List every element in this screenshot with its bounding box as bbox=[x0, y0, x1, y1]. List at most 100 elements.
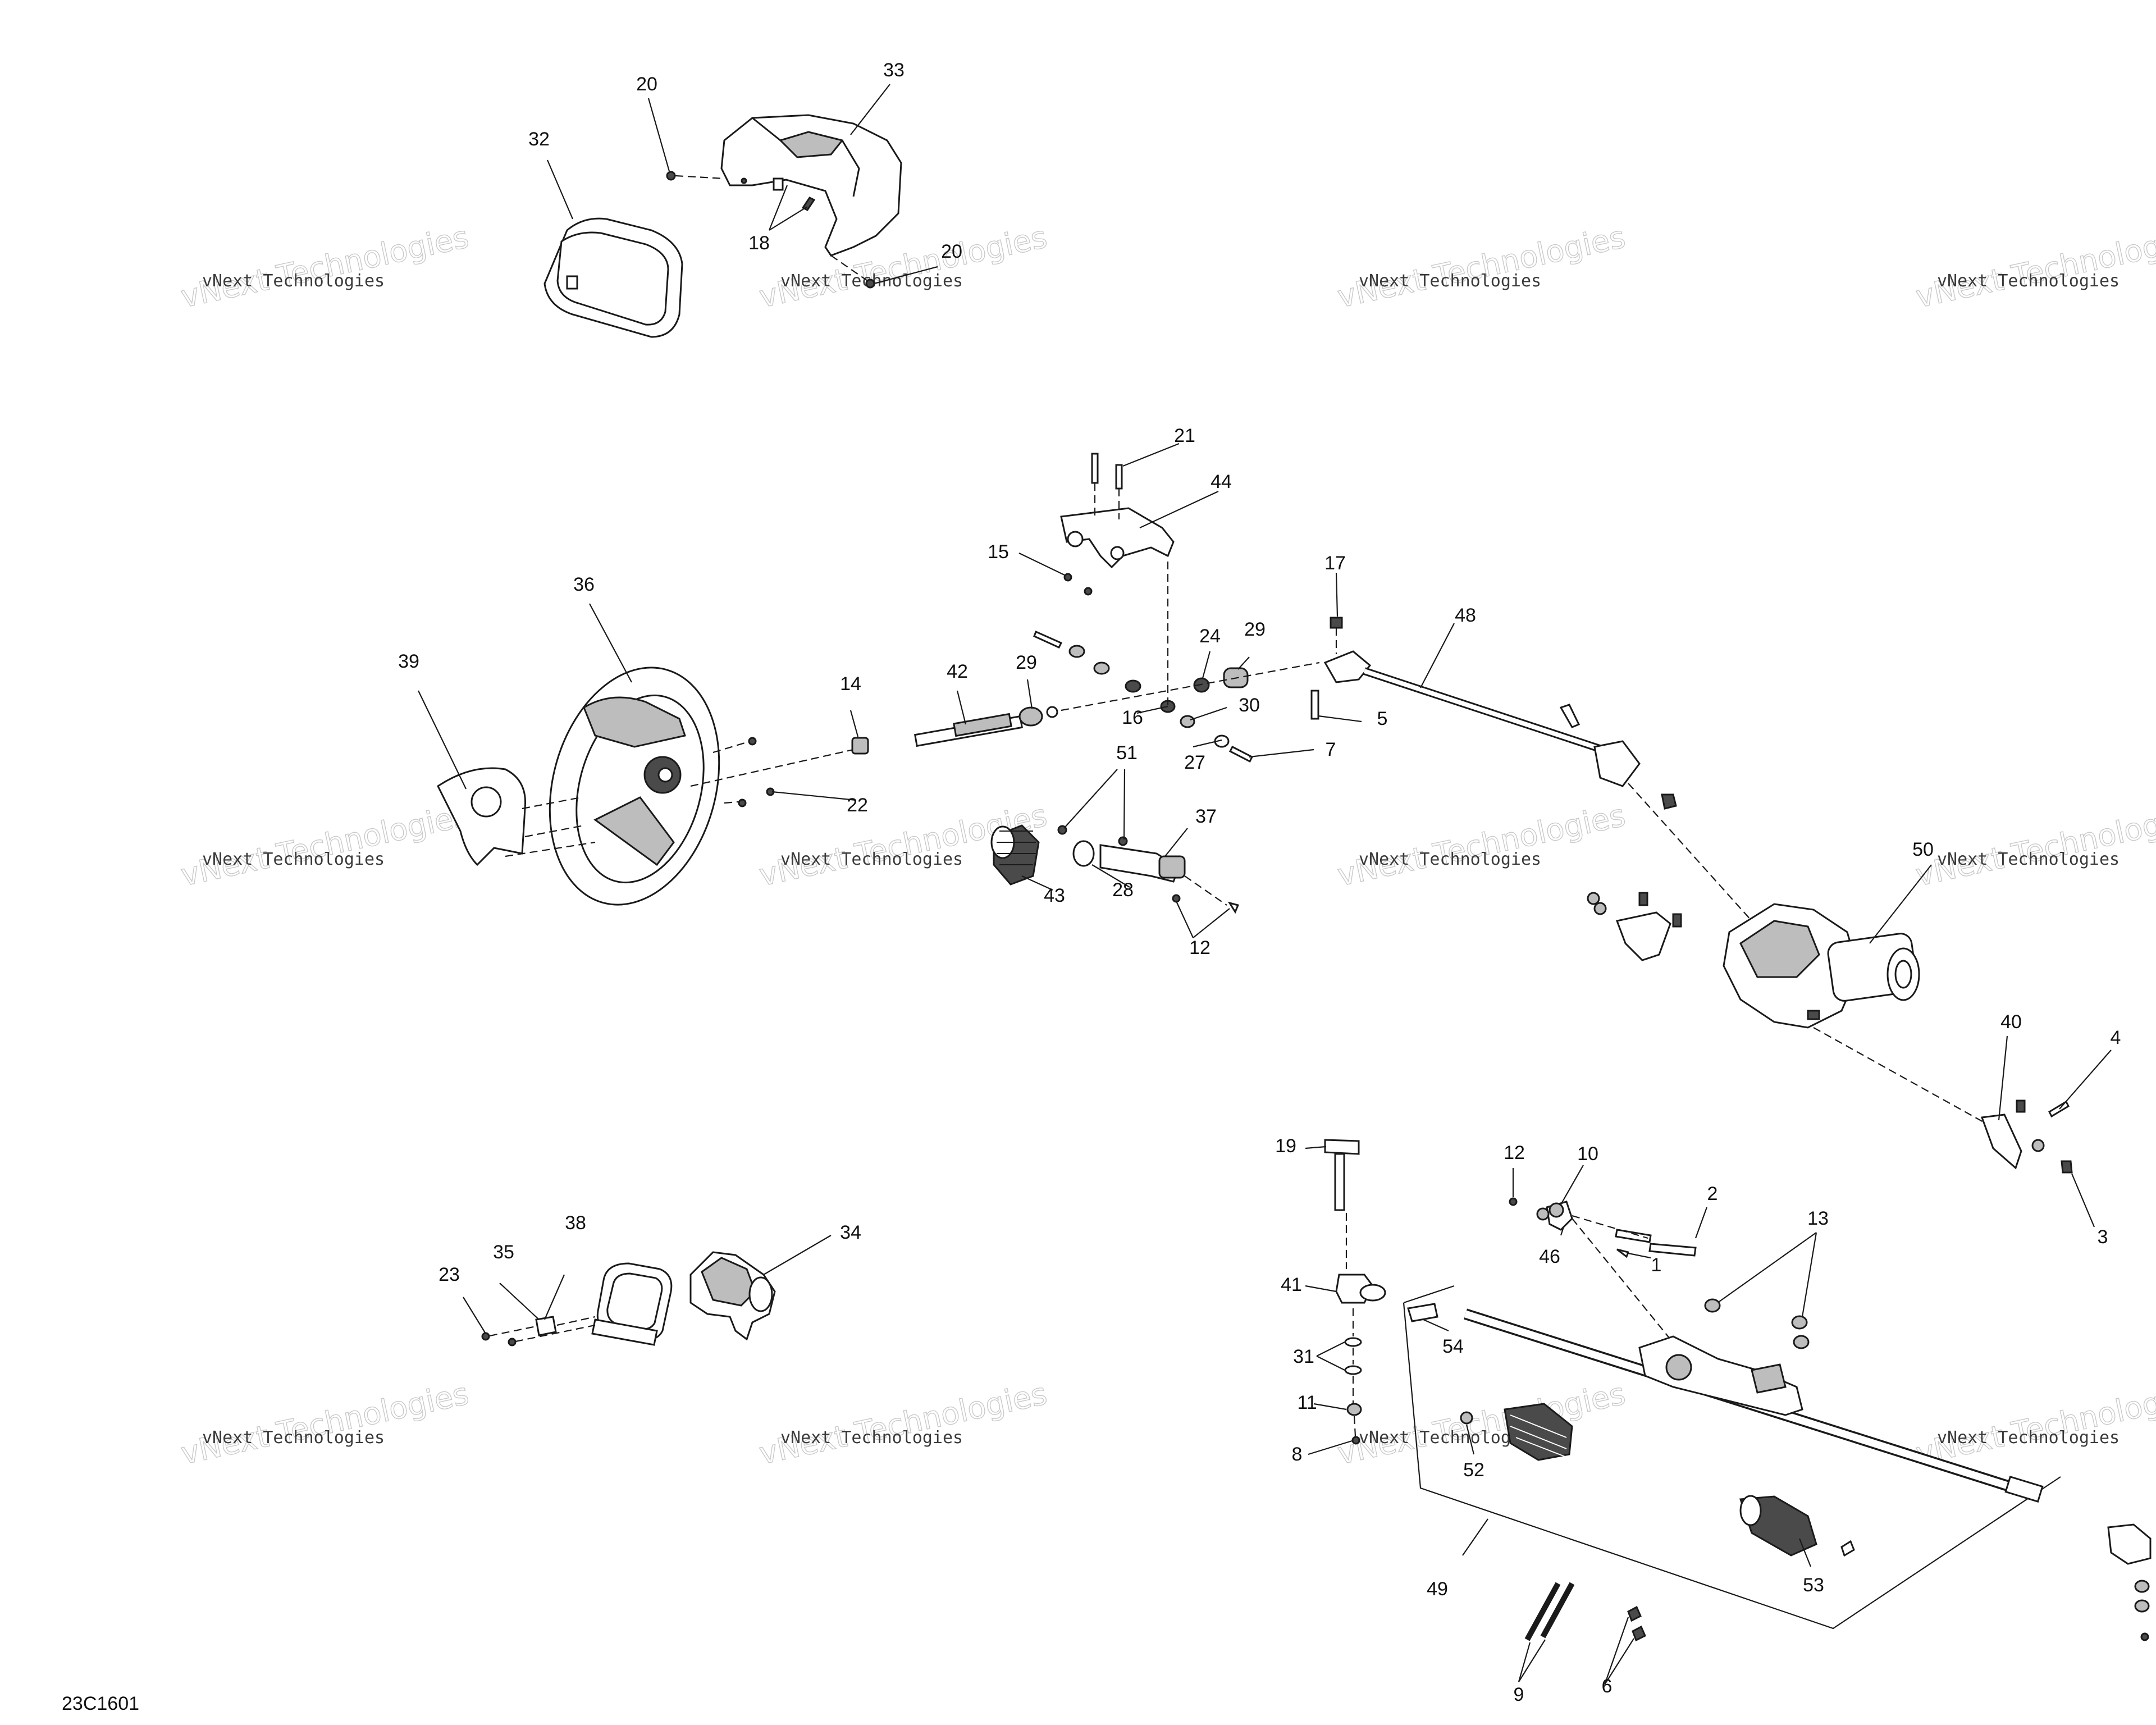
callout-29: 29 bbox=[1016, 652, 1037, 673]
part-29-bushing-a bbox=[1018, 706, 1058, 727]
diagram-code: 23C1601 bbox=[62, 1693, 139, 1714]
callout-29: 29 bbox=[1244, 619, 1266, 640]
part-40-bracket bbox=[1980, 1099, 2073, 1174]
callout-32: 32 bbox=[528, 129, 550, 150]
part-43-boot bbox=[990, 824, 1040, 886]
watermark-text: vNext Technologies bbox=[202, 1428, 385, 1448]
part-34-housing bbox=[689, 1251, 776, 1341]
callout-30: 30 bbox=[1239, 695, 1260, 716]
callout-46: 46 bbox=[1539, 1246, 1560, 1267]
callout-9: 9 bbox=[1514, 1684, 1524, 1705]
part-52-boot bbox=[1460, 1403, 1573, 1461]
callout-6: 6 bbox=[1602, 1676, 1613, 1697]
part-42-shaft bbox=[913, 713, 1024, 747]
callout-21: 21 bbox=[1174, 425, 1195, 446]
callout-13: 13 bbox=[1807, 1208, 1829, 1229]
callout-14: 14 bbox=[840, 673, 861, 695]
watermark-1: vNext Technologies vNext Technologies bbox=[177, 219, 472, 316]
callout-31: 31 bbox=[1293, 1346, 1314, 1367]
callout-3: 3 bbox=[2098, 1226, 2108, 1248]
watermark-shadow: vNext Technologies bbox=[1335, 219, 1629, 314]
callout-28: 28 bbox=[1112, 879, 1134, 901]
callout-27: 27 bbox=[1184, 752, 1205, 773]
watermark-text: vNext Technologies bbox=[1937, 271, 2120, 291]
callout-23: 23 bbox=[438, 1264, 460, 1285]
watermark-shadow: vNext Technologies bbox=[756, 1376, 1050, 1471]
watermark-shadow: vNext Technologies bbox=[1335, 1376, 1629, 1471]
callout-15: 15 bbox=[988, 541, 1009, 563]
part-46-pinion-parts bbox=[1509, 1197, 1697, 1340]
watermark-text: vNext Technologies bbox=[1359, 850, 1541, 869]
callout-20: 20 bbox=[941, 241, 962, 262]
callout-40: 40 bbox=[2000, 1011, 2022, 1033]
bracket-fasteners-15-21 bbox=[1063, 453, 1123, 596]
callout-16: 16 bbox=[1122, 707, 1143, 728]
part-38-bezel bbox=[591, 1262, 673, 1346]
callout-48: 48 bbox=[1455, 605, 1476, 626]
callout-52: 52 bbox=[1463, 1459, 1484, 1481]
watermark-shadow: vNext Technologies bbox=[178, 1376, 472, 1471]
callout-44: 44 bbox=[1211, 471, 1232, 492]
fasteners-23-35 bbox=[481, 1316, 596, 1347]
callout-22: 22 bbox=[847, 795, 868, 816]
part-33-cover bbox=[720, 114, 902, 257]
part-32-bezel bbox=[543, 217, 683, 338]
watermark-12: vNext Technologies vNext Technologies bbox=[1912, 1376, 2156, 1472]
callout-42: 42 bbox=[947, 661, 968, 682]
watermark-shadow: vNext Technologies bbox=[756, 219, 1050, 314]
part-54-sleeve bbox=[1407, 1303, 1438, 1322]
callout-35: 35 bbox=[493, 1242, 514, 1263]
callout-24: 24 bbox=[1199, 626, 1221, 647]
part-49-rack-assembly bbox=[1463, 1308, 2044, 1503]
callout-10: 10 bbox=[1577, 1143, 1598, 1165]
watermark-4: vNext Technologies vNext Technologies bbox=[1912, 219, 2156, 316]
watermark-shadow: vNext Technologies bbox=[1913, 219, 2156, 314]
callout-18: 18 bbox=[748, 232, 770, 254]
bolts-9-6 bbox=[1524, 1582, 1646, 1642]
watermark-8: vNext Technologies vNext Technologies bbox=[1912, 797, 2156, 894]
watermark-11: vNext Technologies vNext Technologies bbox=[1334, 1376, 1629, 1472]
watermark-shadow: vNext Technologies bbox=[1335, 797, 1629, 893]
callout-51: 51 bbox=[1116, 742, 1138, 764]
watermark-shadow: vNext Technologies bbox=[1913, 797, 2156, 893]
callout-36: 36 bbox=[573, 574, 595, 595]
part-13-nuts bbox=[1704, 1298, 1810, 1349]
callout-5: 5 bbox=[1377, 708, 1388, 729]
callout-39: 39 bbox=[398, 651, 419, 672]
callout-34: 34 bbox=[840, 1222, 861, 1243]
part-44-bracket bbox=[1060, 507, 1175, 569]
callout-43: 43 bbox=[1044, 885, 1065, 906]
part-28-ring bbox=[1072, 840, 1095, 867]
watermark-shadow: vNext Technologies bbox=[178, 219, 472, 314]
callout-50: 50 bbox=[1912, 839, 1934, 860]
callout-11: 11 bbox=[1297, 1392, 1317, 1413]
watermark-9: vNext Technologies vNext Technologies bbox=[177, 1376, 472, 1472]
bolts-and-spacers-column bbox=[1033, 562, 1320, 763]
watermark-text: vNext Technologies bbox=[1937, 850, 2120, 869]
part-37-lower-shaft bbox=[1099, 844, 1186, 883]
callout-33: 33 bbox=[883, 60, 905, 81]
watermark-5: vNext Technologies vNext Technologies bbox=[177, 797, 472, 894]
callout-12: 12 bbox=[1189, 937, 1211, 959]
callout-12: 12 bbox=[1504, 1142, 1525, 1163]
part-50-eps-unit bbox=[1723, 903, 1991, 1126]
watermark-text: vNext Technologies bbox=[1937, 1428, 2120, 1448]
callout-labels: 32 20 33 18 20 21 44 15 36 39 14 42 29 2… bbox=[398, 60, 2121, 1705]
part-41-tie-rod-end bbox=[1335, 1274, 1386, 1304]
part-14-nut bbox=[851, 737, 869, 755]
callout-19: 19 bbox=[1275, 1135, 1296, 1157]
callout-49: 49 bbox=[1427, 1578, 1448, 1600]
watermark-3: vNext Technologies vNext Technologies bbox=[1334, 219, 1629, 316]
part-53-boot bbox=[1739, 1495, 1855, 1557]
watermark-7: vNext Technologies vNext Technologies bbox=[1334, 797, 1629, 894]
callout-37: 37 bbox=[1195, 806, 1217, 827]
part-49-rack-frame bbox=[1403, 1285, 2061, 1630]
watermark-text: vNext Technologies bbox=[202, 850, 385, 869]
eps-bracket-and-bolts bbox=[1587, 892, 1682, 961]
fasteners-5-7-17 bbox=[1310, 617, 1581, 728]
watermark-text: vNext Technologies bbox=[202, 271, 385, 291]
wheel-alignment-lines bbox=[505, 741, 854, 857]
watermark-text: vNext Technologies bbox=[780, 1428, 963, 1448]
watermark-10: vNext Technologies vNext Technologies bbox=[756, 1376, 1050, 1472]
